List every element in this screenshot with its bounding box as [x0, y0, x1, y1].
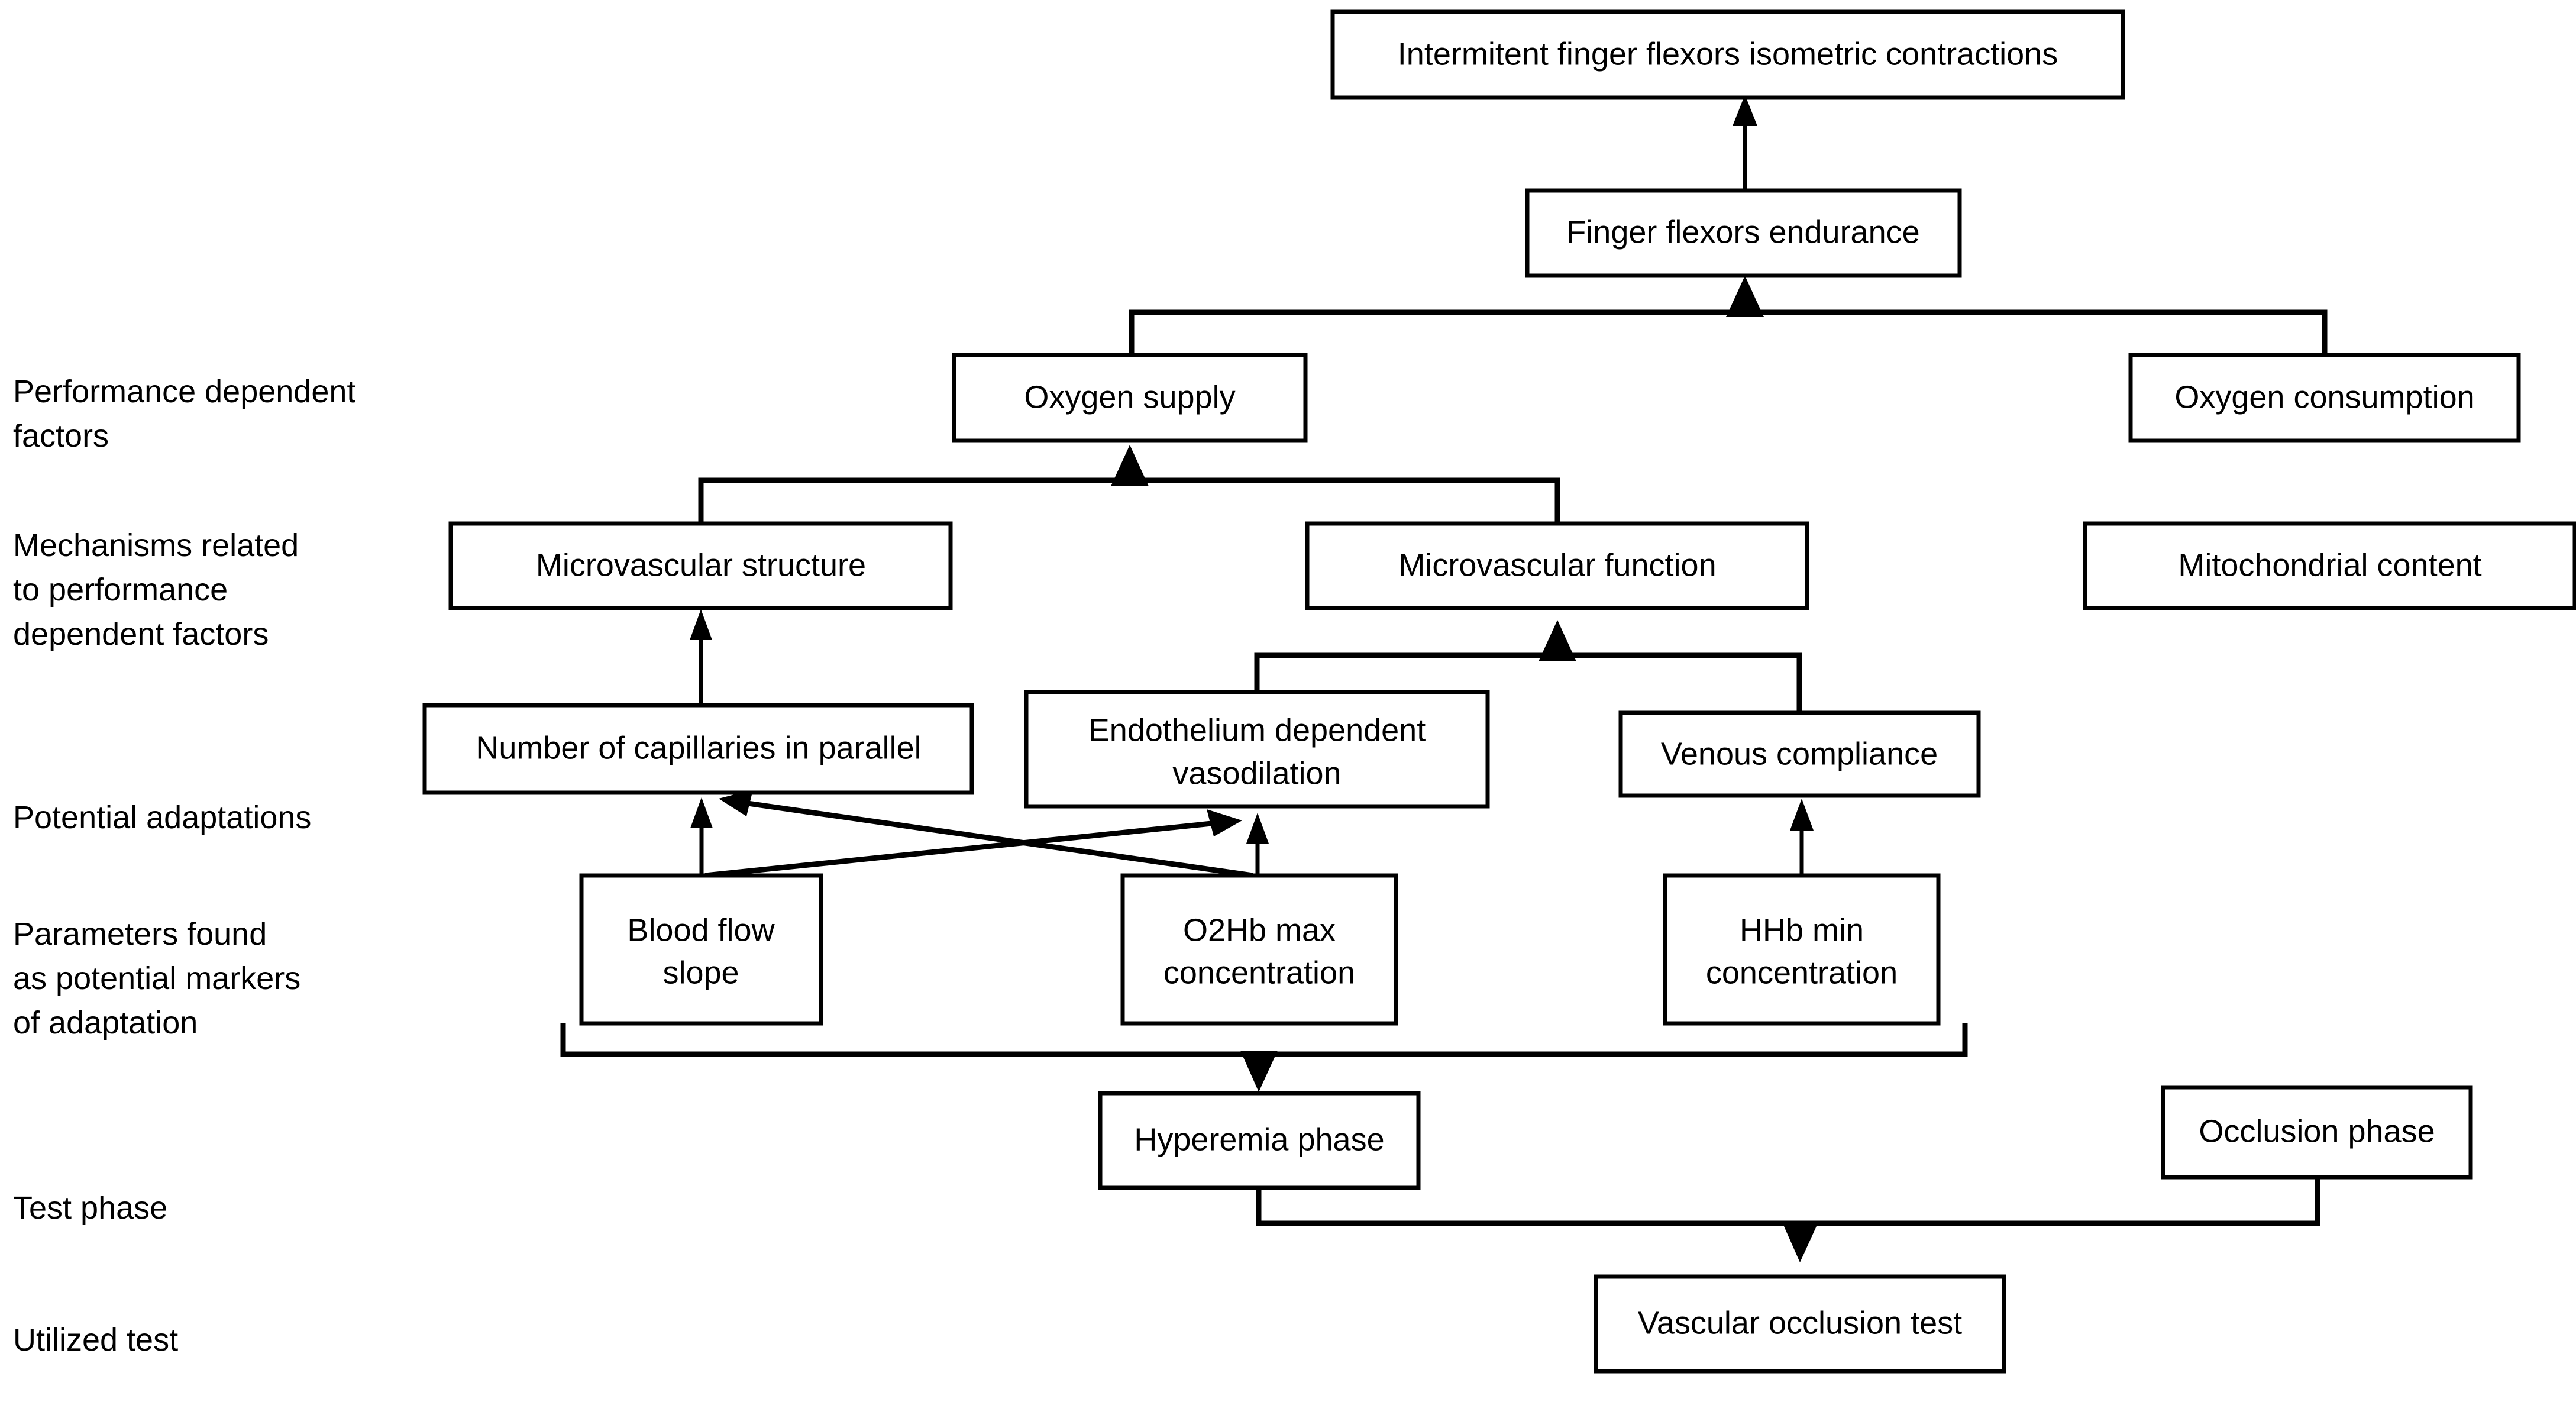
node-vascular-occlusion-test[interactable]: Vascular occlusion test	[1594, 1274, 2006, 1374]
node-label-hhb-min-line2: concentration	[1706, 955, 1898, 990]
node-mitochondrial-content[interactable]: Mitochondrial content	[2083, 521, 2576, 610]
edge-o2hb-to-capillaries	[719, 790, 1253, 878]
row-label-parameters-line3: of adaptation	[13, 1005, 198, 1041]
row-label-mechanisms-line1: Mechanisms related	[13, 528, 299, 563]
node-microvascular-function[interactable]: Microvascular function	[1305, 521, 1809, 610]
row-label-parameters-line2: as potential markers	[13, 961, 300, 996]
node-label-microvascular-structure: Microvascular structure	[536, 547, 866, 583]
node-label-oxygen-supply: Oxygen supply	[1024, 379, 1235, 415]
node-blood-flow-slope[interactable]: Blood flow slope	[579, 873, 823, 1026]
node-label-endothelium-vasodilation-line2: vasodilation	[1172, 755, 1341, 791]
row-label-mechanisms-related: Mechanisms related to performance depend…	[13, 528, 299, 652]
row-label-parameters-found: Parameters found as potential markers of…	[13, 916, 300, 1041]
edge-capillaries-to-structure	[690, 609, 712, 705]
node-oxygen-supply[interactable]: Oxygen supply	[952, 353, 1308, 443]
node-venous-compliance[interactable]: Venous compliance	[1618, 710, 1981, 798]
row-label-performance-dependent-factors: Performance dependent factors	[13, 374, 355, 454]
node-label-venous-compliance: Venous compliance	[1661, 736, 1938, 771]
node-label-hhb-min-line1: HHb min	[1740, 912, 1864, 948]
node-oxygen-consumption[interactable]: Oxygen consumption	[2128, 353, 2521, 443]
connectors	[560, 95, 2328, 1262]
node-label-intermittent-contractions: Intermitent finger flexors isometric con…	[1398, 36, 2058, 72]
edge-phases-to-vot	[1256, 1177, 2320, 1262]
edge-micro-to-supply	[698, 445, 1560, 524]
edge-parameters-to-hyperemia	[560, 1023, 1968, 1092]
node-finger-flexors-endurance[interactable]: Finger flexors endurance	[1525, 188, 1962, 278]
node-o2hb-max-concentration[interactable]: O2Hb max concentration	[1120, 873, 1398, 1026]
node-label-endothelium-vasodilation-line1: Endothelium dependent	[1088, 712, 1426, 748]
node-label-oxygen-consumption: Oxygen consumption	[2174, 379, 2474, 415]
node-label-microvascular-function: Microvascular function	[1398, 547, 1716, 583]
node-label-finger-flexors-endurance: Finger flexors endurance	[1566, 214, 1919, 250]
node-label-hyperemia-phase: Hyperemia phase	[1134, 1122, 1384, 1157]
row-label-parameters-line1: Parameters found	[13, 916, 267, 952]
node-hyperemia-phase[interactable]: Hyperemia phase	[1098, 1091, 1421, 1190]
node-intermittent-contractions[interactable]: Intermitent finger flexors isometric con…	[1330, 9, 2125, 100]
row-label-group: Performance dependent factors Mechanisms…	[13, 374, 355, 1358]
node-occlusion-phase[interactable]: Occlusion phase	[2161, 1085, 2473, 1180]
edge-endurance-to-contractions	[1733, 95, 1757, 190]
edge-o2hb-to-endothelium	[1246, 813, 1269, 876]
row-label-performance-line2: factors	[13, 418, 109, 454]
row-label-potential-adaptations: Potential adaptations	[13, 800, 311, 835]
row-label-utilized-test: Utilized test	[13, 1322, 178, 1358]
row-label-performance-line1: Performance dependent	[13, 374, 355, 409]
row-separators	[11, 287, 1674, 1390]
row-label-potential-adaptations-line1: Potential adaptations	[13, 800, 311, 835]
nodes: Intermitent finger flexors isometric con…	[422, 9, 2576, 1374]
edge-bloodflow-to-endothelium	[704, 809, 1242, 878]
row-label-mechanisms-line2: to performance	[13, 572, 228, 608]
node-label-vascular-occlusion-test: Vascular occlusion test	[1638, 1305, 1962, 1340]
edge-supply-consumption-to-endurance	[1129, 276, 2328, 355]
node-label-blood-flow-slope-line1: Blood flow	[627, 912, 775, 948]
row-label-mechanisms-line3: dependent factors	[13, 616, 269, 652]
node-endothelium-vasodilation[interactable]: Endothelium dependent vasodilation	[1024, 690, 1490, 809]
row-label-test-phase-line1: Test phase	[13, 1190, 167, 1226]
edge-endothelium-venous-to-function	[1254, 620, 1802, 713]
node-hhb-min-concentration[interactable]: HHb min concentration	[1663, 873, 1941, 1026]
row-label-test-phase: Test phase	[13, 1190, 167, 1226]
node-label-mitochondrial-content: Mitochondrial content	[2178, 547, 2481, 583]
edge-hhb-to-venous	[1790, 799, 1814, 876]
node-label-o2hb-max-line1: O2Hb max	[1183, 912, 1336, 948]
edge-bloodflow-to-capillaries	[690, 797, 713, 876]
node-label-occlusion-phase: Occlusion phase	[2199, 1113, 2435, 1149]
node-label-number-of-capillaries: Number of capillaries in parallel	[476, 730, 921, 765]
node-number-of-capillaries[interactable]: Number of capillaries in parallel	[422, 703, 974, 795]
row-label-utilized-test-line1: Utilized test	[13, 1322, 178, 1358]
node-label-o2hb-max-line2: concentration	[1163, 955, 1355, 990]
node-microvascular-structure[interactable]: Microvascular structure	[448, 521, 953, 610]
node-label-blood-flow-slope-line2: slope	[662, 955, 739, 990]
